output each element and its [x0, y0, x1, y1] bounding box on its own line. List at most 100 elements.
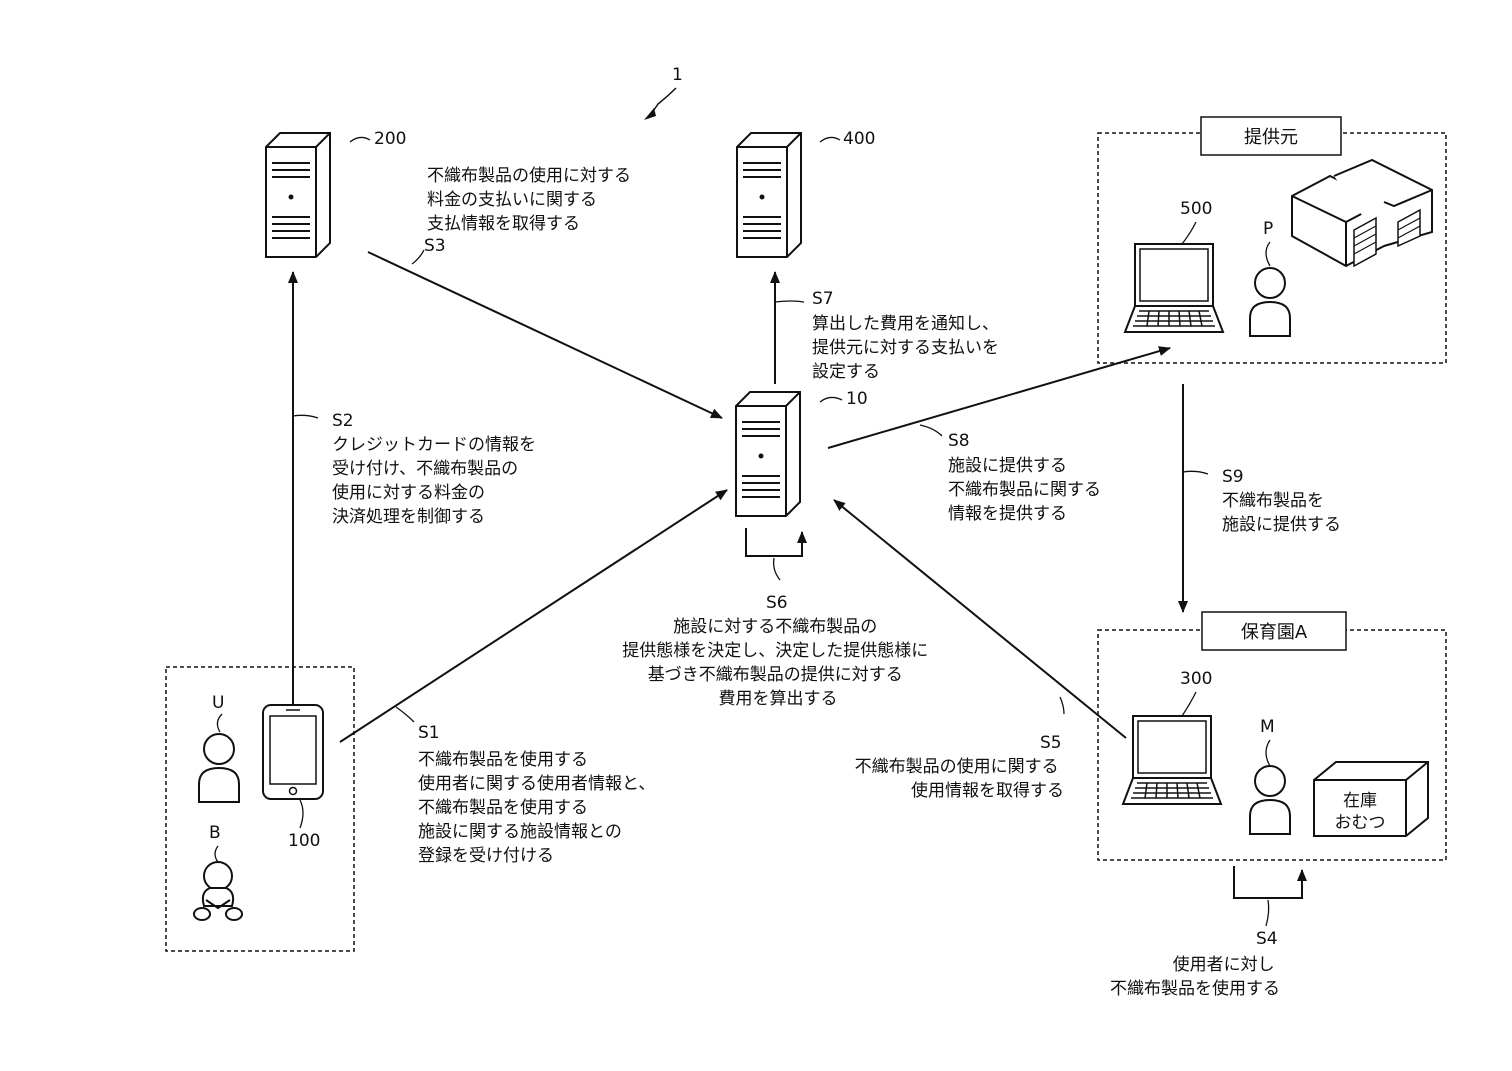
server-200-leader: [349, 136, 371, 143]
s9-line: 不織布製品を: [1222, 491, 1324, 511]
nursery-title-box: [1201, 611, 1347, 651]
s4-line: 使用者に対し: [1173, 954, 1275, 975]
s5-line: 使用情報を取得する: [911, 780, 1064, 801]
s2-text: クレジットカードの情報を 受け付け、不織布製品の 使用に対する料金の 決済処理を…: [332, 435, 541, 527]
s9-label: S9: [1222, 467, 1244, 487]
s2-label: S2: [332, 411, 354, 431]
laptop-300-icon: [1122, 715, 1222, 805]
phone-icon: [262, 704, 324, 800]
s1-line: 施設に関する施設情報との: [418, 822, 622, 842]
s6-label: S6: [766, 593, 788, 613]
s7-line: 提供元に対する支払いを: [812, 338, 999, 358]
leader-s4: [1265, 899, 1270, 927]
arrow-s1: [339, 489, 728, 743]
s6-line: 提供態様を決定し、決定した提供態様に: [622, 641, 928, 661]
person-u-icon: [198, 733, 240, 803]
s8-text: 施設に提供する 不織布製品に関する 情報を提供する: [948, 456, 1106, 524]
s8-line: 情報を提供する: [948, 504, 1067, 524]
person-p-label: P: [1263, 219, 1273, 239]
person-m-label: M: [1260, 717, 1275, 737]
phone-100-label: 100: [288, 831, 320, 851]
leader-s7: [774, 300, 805, 303]
laptop-500-label: 500: [1180, 199, 1212, 219]
server-200-icon: [265, 132, 331, 258]
laptop-300-label: 300: [1180, 669, 1212, 689]
system-ref-label: 1: [672, 65, 683, 85]
leader-s3: [411, 249, 425, 265]
system-ref-arrowhead: [644, 108, 656, 120]
server-10-leader: [819, 396, 843, 403]
s7-label: S7: [812, 289, 834, 309]
laptop-500-icon: [1124, 243, 1224, 333]
s6-line: 施設に対する不織布製品の: [673, 617, 877, 637]
leader-s2: [292, 414, 319, 419]
stock-label-line2: おむつ: [1335, 813, 1386, 833]
server-400-label: 400: [843, 129, 875, 149]
person-m-icon: [1249, 765, 1291, 835]
s7-line: 設定する: [812, 362, 880, 382]
s8-line: 不織布製品に関する: [948, 480, 1101, 500]
leader-s1: [395, 706, 415, 723]
server-200-label: 200: [374, 129, 406, 149]
person-u-leader: [216, 713, 223, 733]
s6-line: 費用を算出する: [719, 689, 838, 709]
provider-box: [1097, 132, 1447, 364]
leader-s6: [772, 557, 781, 581]
s5-label: S5: [1040, 733, 1062, 753]
server-400-icon: [736, 132, 802, 258]
s1-text: 不織布製品を使用する 使用者に関する使用者情報と、 不織布製品を使用する 施設に…: [418, 749, 661, 866]
leader-s9: [1182, 470, 1209, 475]
laptop-300-leader: [1181, 691, 1197, 717]
person-p-icon: [1249, 267, 1291, 337]
arrow-s5: [833, 499, 1127, 739]
server-10-icon: [735, 391, 801, 517]
s8-label: S8: [948, 431, 970, 451]
s4-label: S4: [1256, 929, 1278, 949]
s9-line: 施設に提供する: [1222, 515, 1341, 535]
baby-b-icon: [193, 861, 243, 921]
s3-line: 不織布製品の使用に対する: [427, 165, 631, 186]
person-m-leader: [1265, 739, 1271, 767]
s8-line: 施設に提供する: [948, 456, 1067, 476]
stock-box-icon: [1313, 761, 1429, 837]
s5-text: 不織布製品の使用に関する 使用情報を取得する: [855, 756, 1064, 801]
person-u-label: U: [212, 693, 224, 713]
s3-line: 支払情報を取得する: [427, 214, 580, 234]
server-400-leader: [819, 136, 841, 143]
warehouse-icon: [1291, 158, 1433, 268]
s6-text: 施設に対する不織布製品の 提供態様を決定し、決定した提供態様に 基づき不織布製品…: [622, 617, 933, 709]
provider-title-box: [1200, 116, 1342, 156]
s5-line: 不織布製品の使用に関する: [855, 756, 1059, 777]
arrow-s8: [827, 346, 1171, 449]
s7-text: 算出した費用を通知し、 提供元に対する支払いを 設定する: [812, 314, 1004, 382]
provider-title: 提供元: [1244, 127, 1298, 148]
nursery-title: 保育園A: [1241, 622, 1308, 643]
s3-text: 不織布製品の使用に対する 料金の支払いに関する 支払情報を取得する: [427, 165, 636, 234]
loop-s4: [1233, 866, 1307, 899]
person-b-leader: [214, 845, 219, 863]
s1-line: 登録を受け付ける: [418, 846, 554, 866]
nursery-box: [1097, 629, 1447, 861]
s4-text: 使用者に対し 不織布製品を使用する: [1110, 954, 1280, 999]
s1-line: 不織布製品を使用する: [418, 749, 588, 770]
s2-line: 受け付け、不織布製品の: [332, 459, 518, 479]
stock-label-line1: 在庫: [1343, 791, 1377, 811]
s3-label: S3: [424, 236, 446, 256]
phone-100-leader: [299, 799, 304, 829]
s2-line: 使用に対する料金の: [332, 482, 485, 503]
user-box: [165, 666, 355, 952]
s2-line: 決済処理を制御する: [332, 507, 485, 527]
leader-s5: [1059, 696, 1065, 715]
person-p-leader: [1265, 241, 1271, 267]
s1-line: 不織布製品を使用する: [418, 797, 588, 818]
s4-line: 不織布製品を使用する: [1110, 978, 1280, 999]
person-b-label: B: [209, 823, 221, 843]
s7-line: 算出した費用を通知し、: [812, 314, 999, 334]
leader-s8: [919, 424, 943, 437]
s6-line: 基づき不織布製品の提供に対する: [648, 665, 903, 685]
laptop-500-leader: [1181, 221, 1197, 245]
loop-s6: [745, 528, 807, 557]
s2-line: クレジットカードの情報を: [332, 435, 536, 455]
server-10-label: 10: [846, 389, 868, 409]
